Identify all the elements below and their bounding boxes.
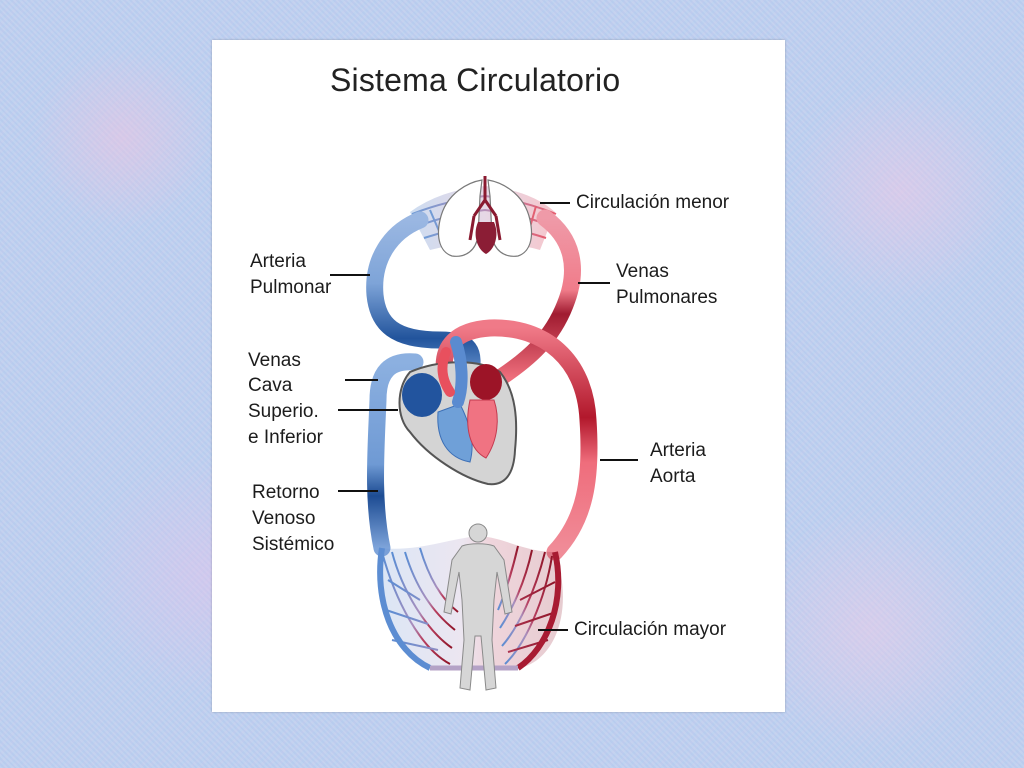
label-circulacion-menor: Circulación menor <box>576 192 730 213</box>
label-venas-cava-line3: Superio. <box>248 401 319 422</box>
label-venas-pulmonares-line1: Venas <box>616 261 669 282</box>
label-circulacion-mayor: Circulación mayor <box>574 619 727 640</box>
label-arteria-pulmonar-line1: Arteria <box>250 251 306 272</box>
label-arteria-aorta-line1: Arteria <box>650 440 706 461</box>
label-venas-pulmonares-line2: Pulmonares <box>616 287 718 308</box>
pulmonary-veins <box>491 209 581 387</box>
label-venas-cava-line1: Venas <box>248 350 301 371</box>
pulmonary-artery <box>366 211 481 387</box>
label-retorno-line2: Venoso <box>252 508 316 529</box>
lungs-icon <box>437 176 533 257</box>
label-venas-cava-line4: e Inferior <box>248 427 323 448</box>
label-retorno-line3: Sistémico <box>252 534 335 555</box>
label-retorno-line1: Retorno <box>252 482 320 503</box>
label-arteria-pulmonar-line2: Pulmonar <box>250 277 332 298</box>
label-venas-cava-line2: Cava <box>248 375 293 396</box>
diagram-title: Sistema Circulatorio <box>330 62 621 98</box>
human-body-icon <box>443 523 513 691</box>
label-arteria-aorta-line2: Aorta <box>650 466 696 487</box>
label-leader-lines <box>330 202 638 631</box>
heart-icon <box>398 336 518 486</box>
vena-cava <box>367 353 424 557</box>
